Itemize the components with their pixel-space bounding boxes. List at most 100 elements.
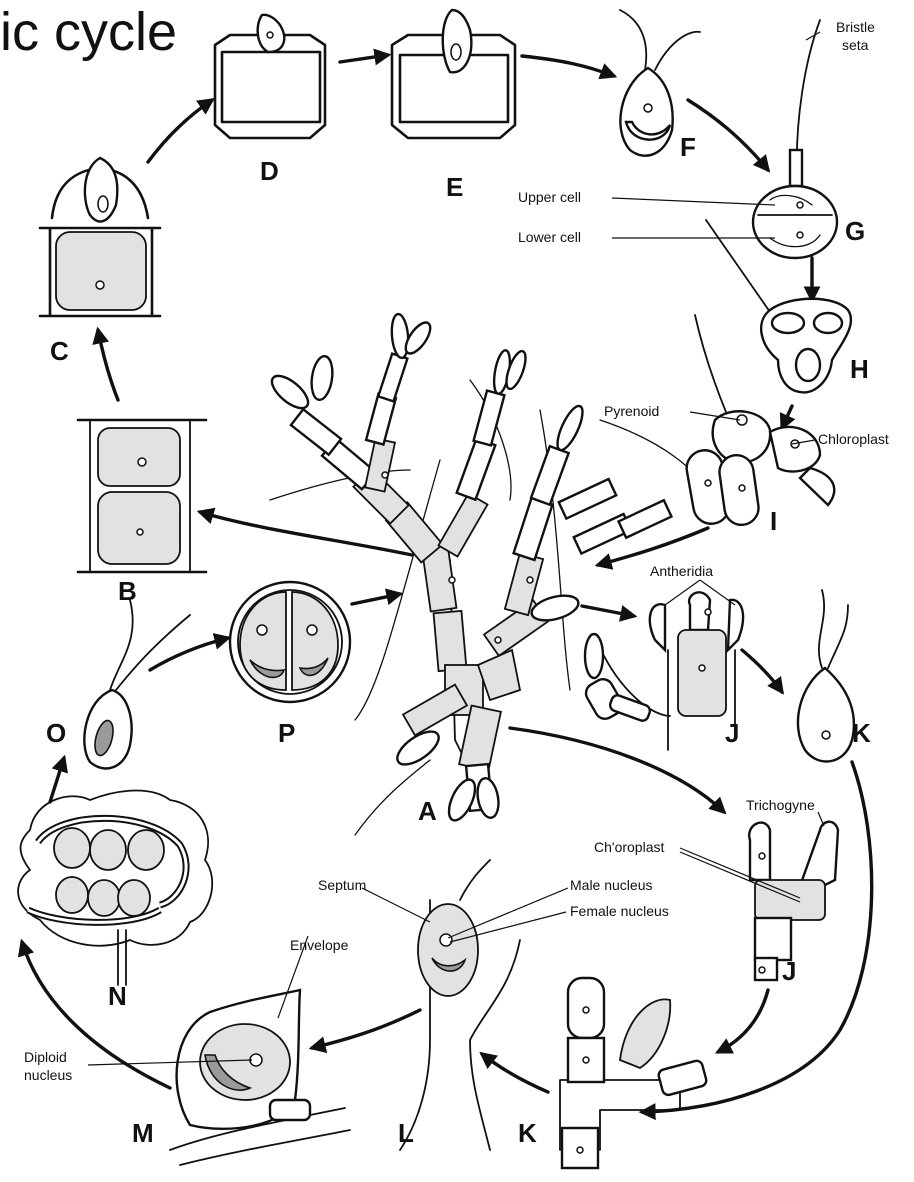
- branch-cell: [531, 446, 569, 505]
- cell: [800, 468, 834, 505]
- annotation-pyrenoid: Pyrenoid: [604, 403, 659, 419]
- stage-g: [753, 20, 837, 258]
- spore: [128, 830, 164, 870]
- annotation-chloroplast-j: Ch'oroplast: [594, 839, 664, 855]
- cell: [770, 427, 820, 472]
- stage-j-antheridia: [582, 592, 743, 750]
- wall-line: [222, 52, 320, 122]
- nucleus: [267, 32, 273, 38]
- spore: [56, 877, 88, 913]
- seta-base: [790, 150, 802, 186]
- cell: [98, 428, 180, 486]
- branch-cell: [559, 479, 616, 519]
- arrow-a-to-j: [582, 606, 634, 616]
- nucleus: [257, 625, 267, 635]
- stage-label-j-lower: J: [782, 956, 796, 986]
- annotation-upper-cell: Upper cell: [518, 189, 581, 205]
- stage-label-d: D: [260, 156, 279, 186]
- antheridium: [650, 604, 665, 650]
- cell: [270, 1100, 310, 1120]
- cell: [657, 1059, 707, 1096]
- nucleus: [449, 577, 455, 583]
- annotation-nucleus: nucleus: [24, 1067, 72, 1083]
- nucleus: [138, 458, 146, 466]
- cell: [755, 880, 825, 920]
- trunk-cell: [434, 611, 467, 671]
- stage-label-h: H: [850, 354, 869, 384]
- nucleus: [98, 196, 108, 212]
- nucleus: [440, 934, 452, 946]
- branch-cell: [514, 498, 553, 560]
- annotation-envelope: Envelope: [290, 937, 349, 953]
- nucleus: [797, 232, 803, 238]
- stage-c: [40, 158, 160, 316]
- cell: [56, 232, 146, 310]
- nucleus: [96, 281, 104, 289]
- cell: [749, 823, 770, 880]
- swarmer: [443, 10, 472, 72]
- nucleus: [583, 1057, 589, 1063]
- zygote: [418, 904, 478, 996]
- nucleus: [382, 472, 388, 478]
- nucleus: [451, 44, 461, 60]
- arrow-k2-to-l: [482, 1054, 548, 1092]
- annotation-female-nucleus: Female nucleus: [570, 903, 669, 919]
- annotation-seta: seta: [842, 37, 869, 53]
- flagellum: [819, 590, 824, 668]
- nucleus: [527, 577, 533, 583]
- cell: [585, 634, 603, 678]
- arrow-e-to-f: [522, 56, 614, 76]
- stage-label-m: M: [132, 1118, 154, 1148]
- arrow-a-to-b: [200, 512, 412, 555]
- stage-a-filament: [267, 313, 712, 835]
- nucleus: [739, 485, 745, 491]
- spore: [88, 880, 120, 916]
- arrow-j-to-k: [742, 650, 782, 692]
- annotation-bristle: Bristle: [836, 19, 875, 35]
- branch-tip: [267, 370, 314, 414]
- arrow-l-to-m: [312, 1010, 420, 1048]
- chloroplast: [814, 313, 842, 333]
- annotation-chloroplast-i: Chloroplast: [818, 431, 889, 447]
- arrow-f-to-g: [688, 100, 768, 170]
- cell: [98, 492, 180, 564]
- arrow-p-to-a: [352, 594, 400, 604]
- nucleus: [577, 1147, 583, 1153]
- spore: [118, 880, 150, 916]
- flagellum: [110, 600, 133, 690]
- stage-label-j-upper: J: [725, 718, 739, 748]
- cell: [620, 999, 670, 1068]
- cell: [755, 918, 791, 960]
- branch-cell: [365, 438, 395, 491]
- chloroplast: [772, 313, 804, 333]
- stage-n: [18, 791, 212, 985]
- stage-d: [215, 15, 325, 138]
- nucleus: [699, 665, 705, 671]
- stage-label-a: A: [418, 796, 437, 826]
- branch-cell: [438, 494, 487, 557]
- stage-m: [170, 990, 350, 1165]
- stage-e: [392, 10, 515, 138]
- nucleus: [137, 529, 143, 535]
- flagellum: [828, 605, 848, 668]
- stage-l: [400, 860, 520, 1150]
- chloroplast: [796, 349, 820, 381]
- arrow-d-to-e: [340, 55, 388, 62]
- stage-label-l: L: [398, 1118, 414, 1148]
- flagellum: [655, 32, 700, 70]
- flagellum: [116, 615, 190, 690]
- stage-label-b: B: [118, 576, 137, 606]
- stage-label-c: C: [50, 336, 69, 366]
- stage-o: [84, 600, 190, 768]
- stage-label-k-lower: K: [518, 1118, 537, 1148]
- annotation-antheridia: Antheridia: [650, 563, 713, 579]
- stage-label-i: I: [770, 506, 777, 536]
- annotation-trichogyne: Trichogyne: [746, 797, 815, 813]
- annotation-diploid: Diploid: [24, 1049, 67, 1065]
- arrow-n-to-o: [50, 758, 64, 802]
- cell: [678, 630, 726, 716]
- stage-p: [230, 582, 350, 702]
- stage-label-e: E: [446, 172, 463, 202]
- filament-wall: [180, 1130, 350, 1165]
